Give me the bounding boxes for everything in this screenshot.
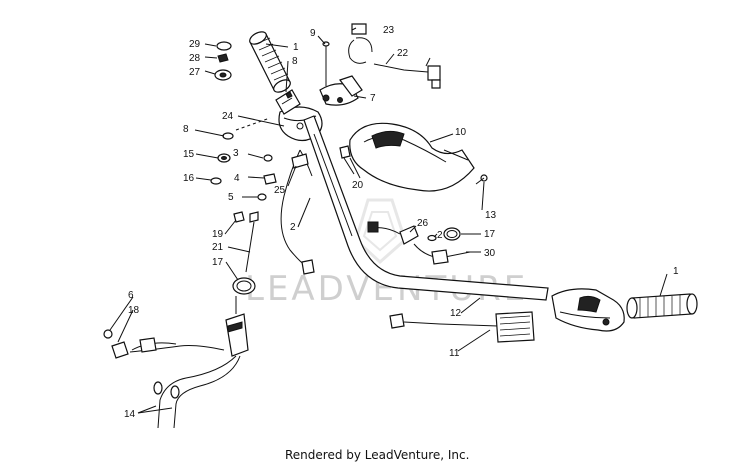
handlebar-part-12 — [303, 115, 549, 301]
callout-1a: 1 — [293, 42, 299, 53]
grip-cap-parts — [214, 41, 232, 81]
wire-harness-part-22 — [373, 57, 441, 89]
callout-labels: 1 1 2 2 3 4 5 6 7 8 8 9 10 11 12 13 14 1… — [124, 25, 679, 420]
callout-15: 15 — [183, 149, 195, 160]
callout-27: 27 — [189, 67, 201, 78]
handlebar-pad-part-10 — [349, 122, 475, 192]
callout-7: 7 — [370, 93, 376, 104]
callout-13: 13 — [485, 210, 497, 221]
callout-18: 18 — [128, 305, 140, 316]
callout-8b: 8 — [183, 124, 189, 135]
callout-9: 9 — [310, 28, 316, 39]
grip-part-1-right — [626, 293, 698, 319]
callout-6: 6 — [128, 290, 134, 301]
footer-credit: Rendered by LeadVenture, Inc. — [285, 448, 469, 462]
junction-block — [225, 296, 249, 357]
callout-3: 3 — [233, 148, 239, 159]
screw-part-9 — [322, 41, 330, 86]
callout-28: 28 — [189, 53, 201, 64]
callout-10: 10 — [455, 127, 467, 138]
ring-part-17-left — [232, 277, 256, 295]
leader-lines — [109, 27, 668, 414]
callout-12: 12 — [450, 308, 462, 319]
callout-1b: 1 — [673, 266, 679, 277]
switch-block-part-7 — [319, 75, 363, 106]
callout-23: 23 — [383, 25, 395, 36]
clip-part-20 — [339, 145, 355, 175]
callout-29: 29 — [189, 39, 201, 50]
screw-part-13 — [475, 174, 488, 185]
callout-26: 26 — [417, 218, 429, 229]
callout-2a: 2 — [290, 222, 296, 233]
callout-8a: 8 — [292, 56, 298, 67]
cable-part-25 — [280, 149, 315, 275]
callout-20: 20 — [352, 180, 364, 191]
throttle-assembly-right — [551, 288, 625, 332]
wire-part-30 — [413, 243, 471, 265]
callout-11: 11 — [449, 348, 460, 359]
callout-30: 30 — [484, 248, 496, 259]
switch-part-26 — [367, 221, 419, 245]
callout-2b: 2 — [437, 230, 443, 241]
heater-wire-part-11 — [389, 311, 535, 343]
callout-22: 22 — [397, 48, 409, 59]
callout-17a: 17 — [484, 229, 496, 240]
callout-21: 21 — [212, 242, 224, 253]
ring-part-17-right — [443, 227, 461, 241]
cable-parts-19-21 — [233, 211, 259, 273]
callout-25: 25 — [274, 185, 286, 196]
connector-part-23 — [348, 23, 373, 64]
callout-5: 5 — [228, 192, 234, 203]
fastener-stack-left — [210, 117, 277, 201]
callout-16: 16 — [183, 173, 195, 184]
callout-14: 14 — [124, 409, 136, 420]
cable-bundle-part-14 — [103, 329, 241, 429]
callout-17b: 17 — [212, 257, 224, 268]
grip-part-1-top — [249, 31, 291, 93]
callout-4: 4 — [234, 173, 240, 184]
callout-19: 19 — [212, 229, 224, 240]
callout-24: 24 — [222, 111, 234, 122]
